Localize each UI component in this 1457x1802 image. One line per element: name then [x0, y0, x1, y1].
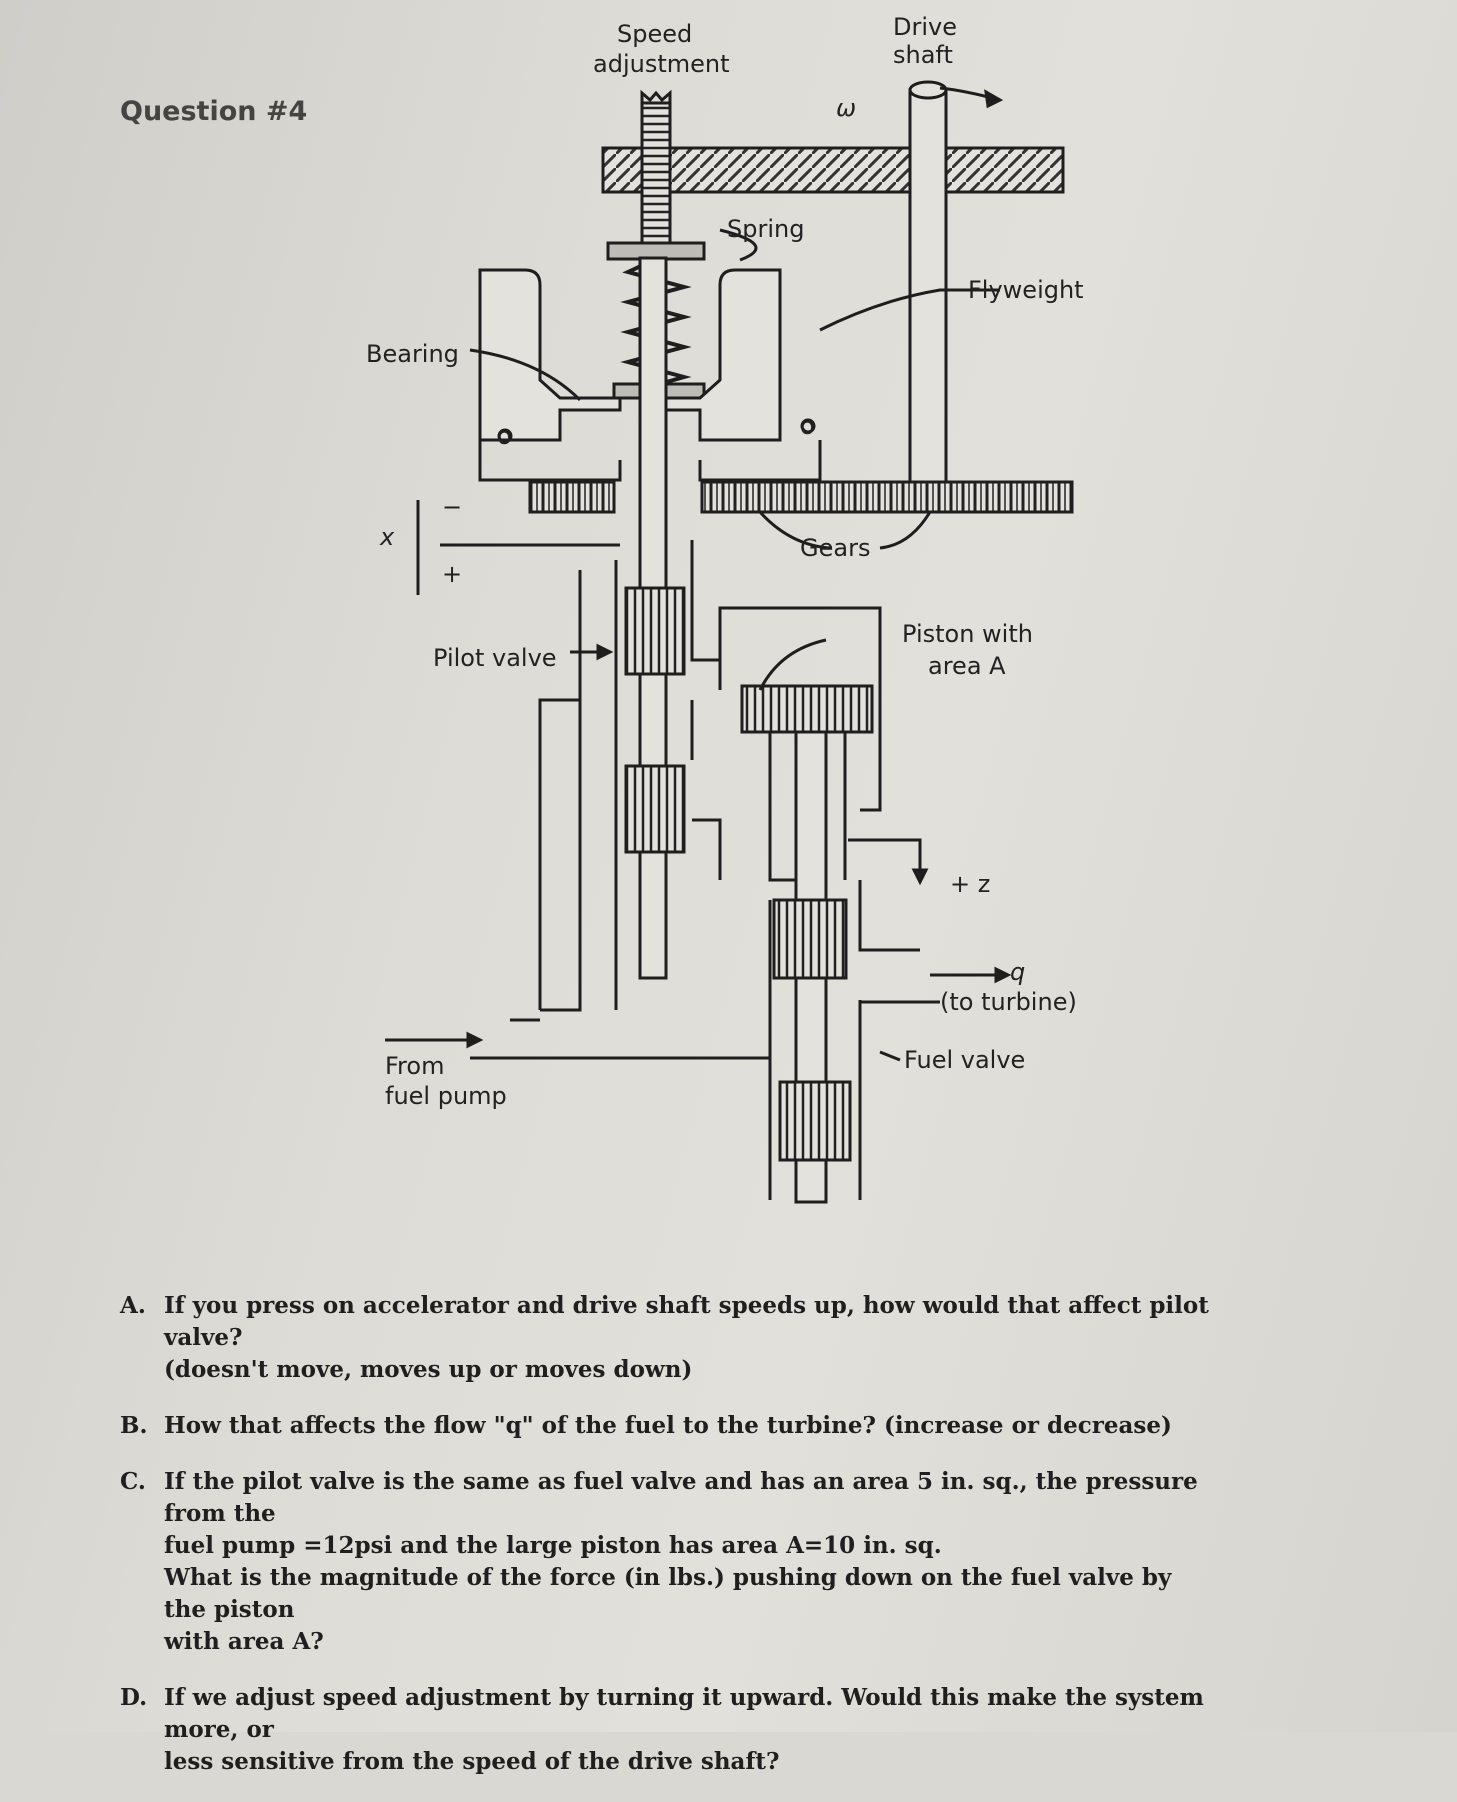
speed-adjustment-screw [640, 101, 672, 245]
question-text: If we adjust speed adjustment by turning… [164, 1684, 1204, 1743]
question-letter: A. [120, 1292, 146, 1319]
gear-right [700, 480, 1074, 514]
label-pivot-right: o [800, 412, 815, 440]
label-piston-1: Piston with [902, 620, 1033, 648]
label-from-2: fuel pump [385, 1082, 507, 1110]
label-drive-shaft-1: Drive [893, 13, 957, 41]
label-plus-z: + z [950, 870, 990, 898]
label-omega: ω [836, 94, 856, 122]
fuel-valve-upper [772, 898, 848, 980]
question-list: A. If you press on accelerator and drive… [120, 1290, 1210, 1802]
question-text: If the pilot valve is the same as fuel v… [164, 1468, 1198, 1527]
label-plus: + [442, 560, 462, 588]
label-pilot-valve: Pilot valve [433, 644, 557, 672]
question-letter: D. [120, 1684, 148, 1711]
question-text: (doesn't move, moves up or moves down) [164, 1356, 693, 1383]
label-speed-adjustment-1: Speed [617, 20, 692, 48]
question-text: What is the magnitude of the force (in l… [164, 1564, 1172, 1623]
flyweight-left [478, 268, 622, 442]
question-d: D. If we adjust speed adjustment by turn… [120, 1682, 1210, 1778]
question-text: with area A? [164, 1628, 324, 1655]
piston-area-a [740, 684, 874, 734]
fuel-valve-lower [778, 1080, 852, 1162]
label-x: x [379, 523, 395, 551]
label-minus: − [442, 493, 462, 521]
label-piston-2: area A [928, 652, 1006, 680]
label-to-turbine: (to turbine) [940, 988, 1077, 1016]
flyweight-right [638, 268, 782, 442]
question-number: Question #4 [120, 96, 308, 127]
question-text: How that affects the flow "q" of the fue… [164, 1412, 1172, 1439]
label-fuel-valve: Fuel valve [904, 1046, 1025, 1074]
label-gears: Gears [800, 534, 870, 562]
question-text: If you press on accelerator and drive sh… [164, 1292, 1209, 1351]
label-pivot-left: o [497, 422, 512, 450]
question-a: A. If you press on accelerator and drive… [120, 1290, 1210, 1386]
governor-diagram: Speed adjustment Drive shaft ω Spring Fl… [366, 13, 1084, 1204]
label-spring: Spring [727, 215, 804, 243]
label-from-1: From [385, 1052, 444, 1080]
label-drive-shaft-2: shaft [893, 41, 953, 69]
label-bearing: Bearing [366, 340, 459, 368]
question-text: fuel pump =12psi and the large piston ha… [164, 1532, 942, 1559]
pilot-valve-upper [624, 586, 686, 676]
drive-shaft [908, 88, 948, 484]
gear-left [528, 480, 616, 514]
question-letter: C. [120, 1468, 146, 1495]
pilot-valve-lower [624, 764, 686, 854]
question-letter: B. [120, 1412, 148, 1439]
question-text: less sensitive from the speed of the dri… [164, 1748, 780, 1775]
label-q: q [1010, 958, 1025, 986]
housing-plate [601, 146, 1065, 194]
question-b: B. How that affects the flow "q" of the … [120, 1410, 1210, 1442]
question-c: C. If the pilot valve is the same as fue… [120, 1466, 1210, 1658]
label-speed-adjustment-2: adjustment [593, 50, 730, 78]
label-flyweight: Flyweight [968, 276, 1084, 304]
